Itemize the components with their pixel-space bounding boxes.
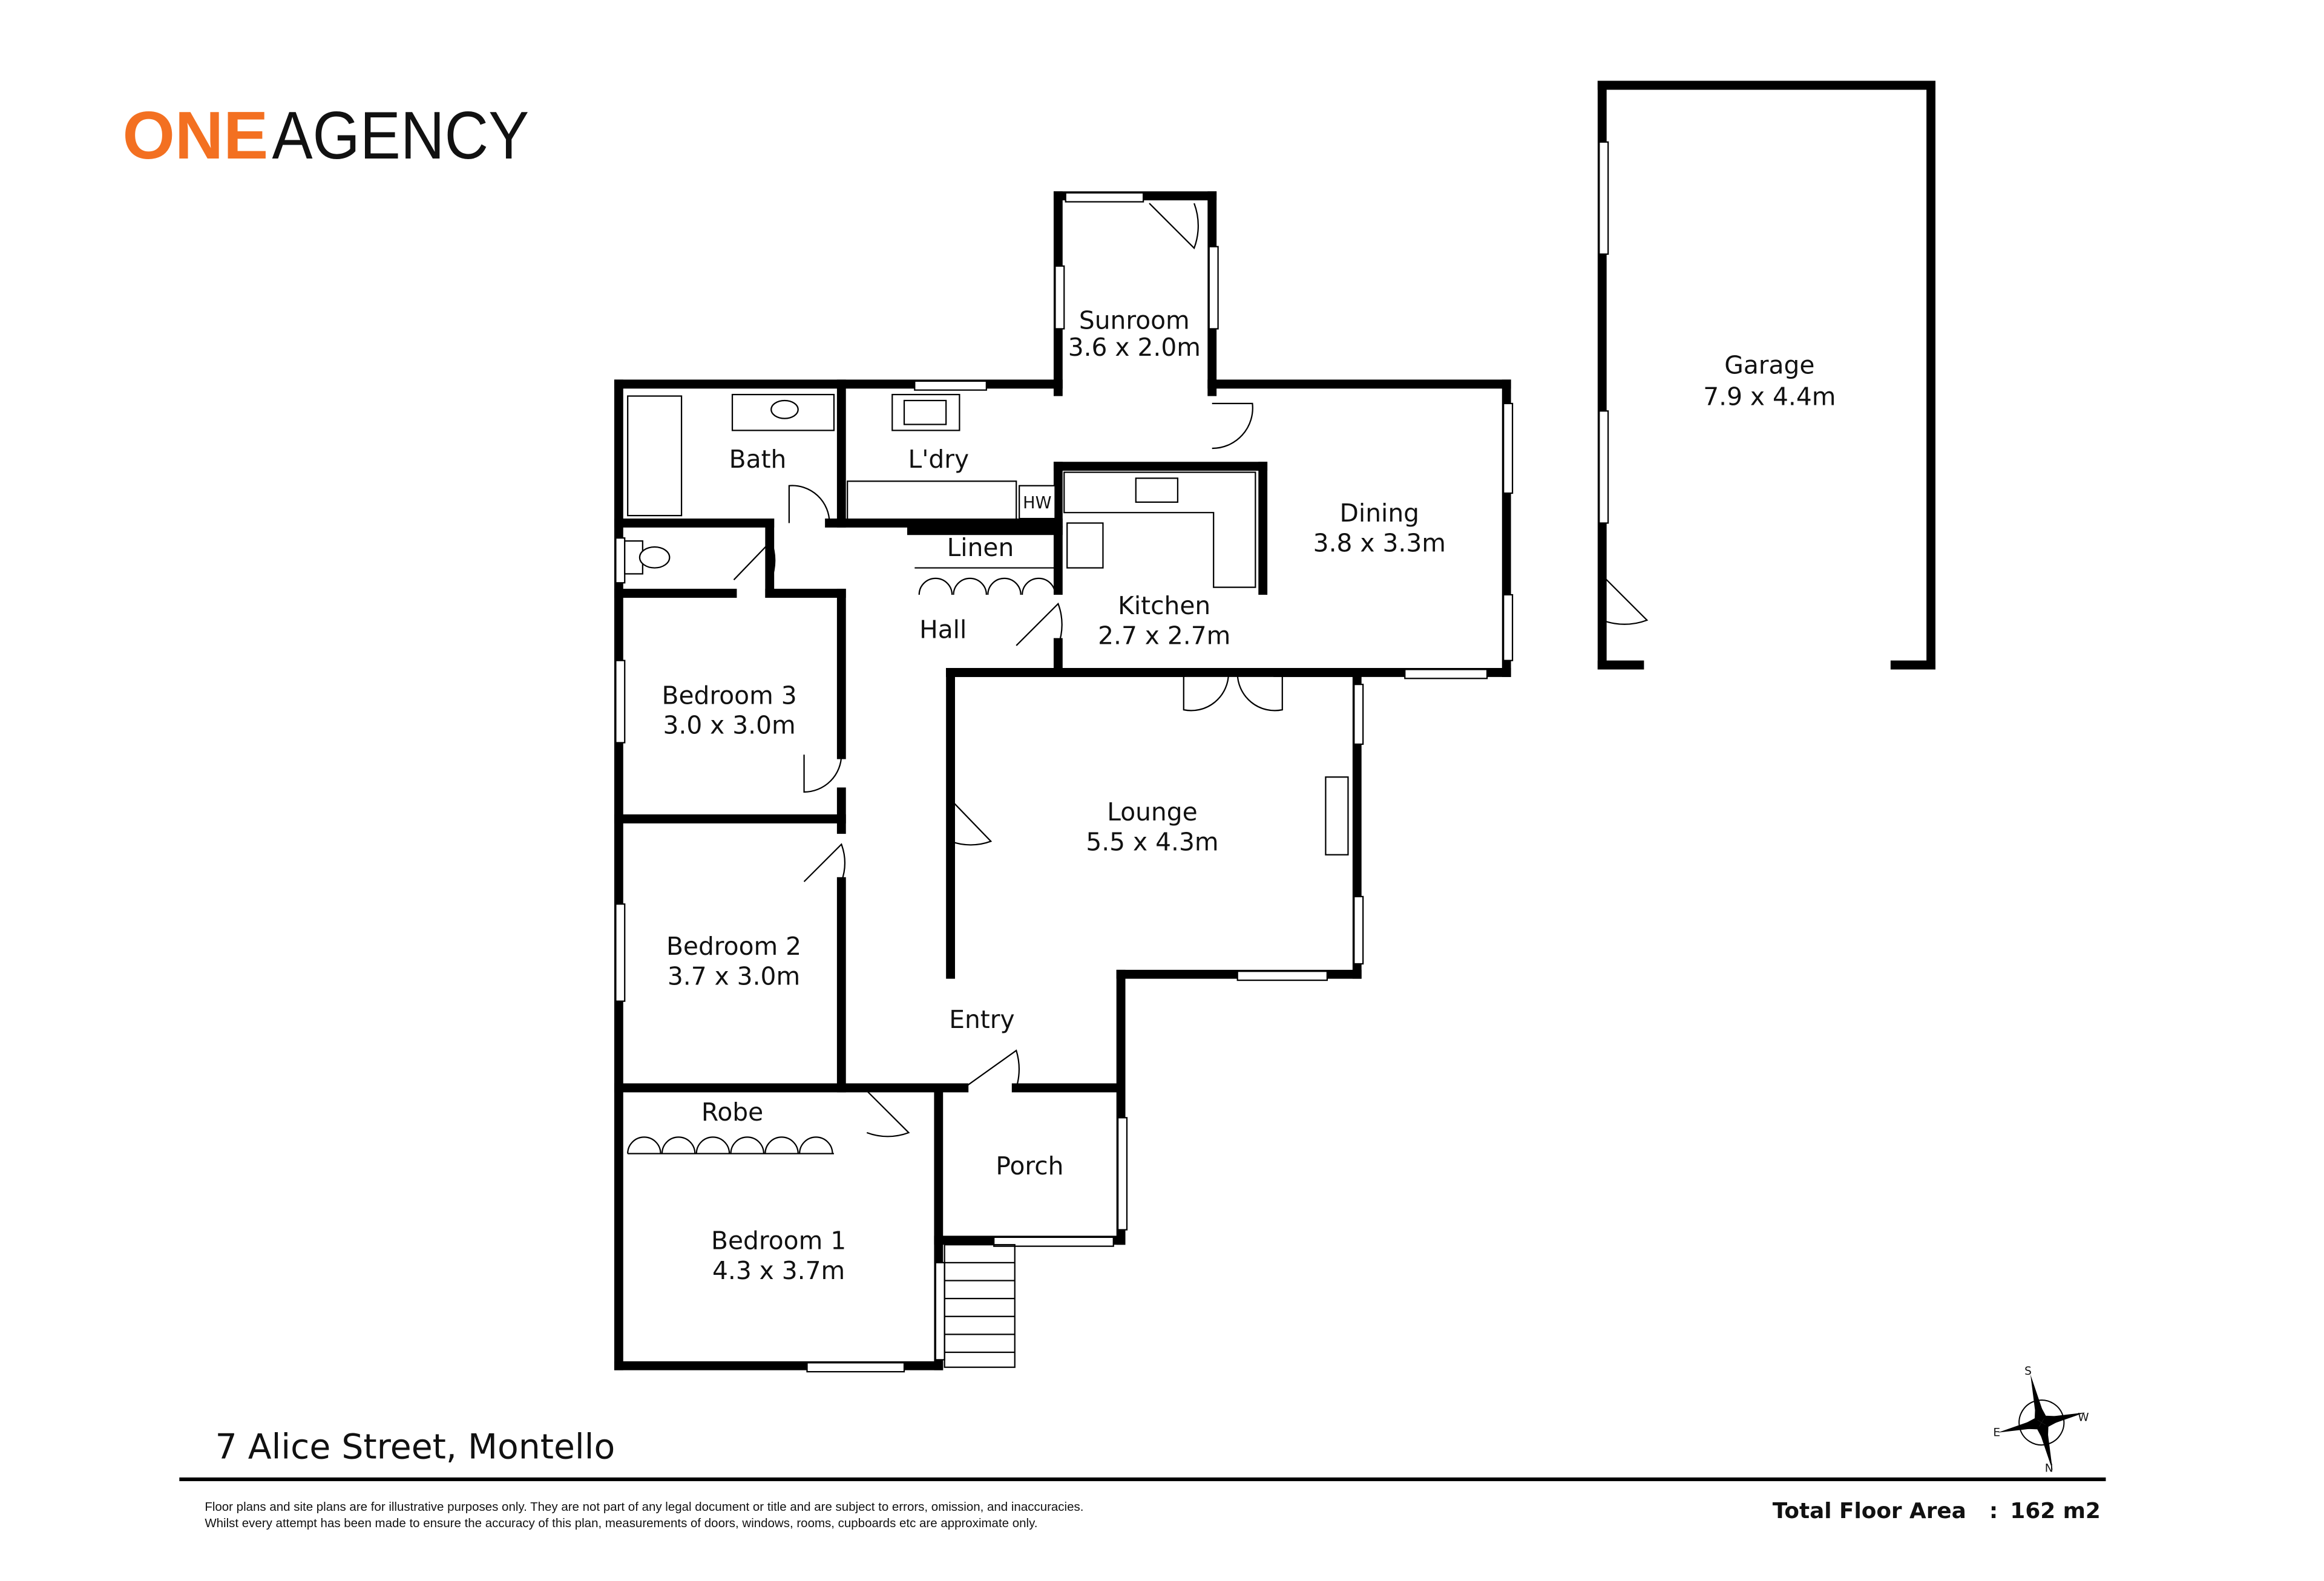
door xyxy=(1016,602,1063,646)
window xyxy=(1598,141,1609,255)
door xyxy=(1183,672,1230,712)
walls xyxy=(614,80,1935,1370)
bedroom2-label: Bedroom 2 xyxy=(666,932,801,961)
bedroom1-label: Bedroom 1 xyxy=(711,1226,846,1255)
wardrobe-door xyxy=(661,1136,696,1154)
porch-label: Porch xyxy=(996,1151,1063,1180)
window xyxy=(1054,265,1065,330)
linen-door xyxy=(987,577,1022,595)
lounge-dims: 5.5 x 4.3m xyxy=(1086,827,1218,856)
door xyxy=(866,1090,910,1137)
compass-s: S xyxy=(2024,1365,2032,1378)
total-floor-area-separator: : xyxy=(1989,1499,1998,1524)
bedroom1-dims: 4.3 x 3.7m xyxy=(712,1256,845,1285)
window xyxy=(1065,192,1144,203)
window xyxy=(1503,594,1514,661)
fireplace xyxy=(1325,776,1349,856)
sunroom-label: Sunroom xyxy=(1079,306,1190,335)
kitchen-dims: 2.7 x 2.7m xyxy=(1098,621,1230,650)
door xyxy=(733,540,776,581)
compass-e: E xyxy=(1993,1426,2000,1439)
kitchen-sink xyxy=(1135,477,1179,503)
basin xyxy=(770,399,799,419)
garage-dims: 7.9 x 4.4m xyxy=(1703,382,1836,411)
window xyxy=(1404,669,1488,679)
door xyxy=(1601,575,1649,625)
dining-dims: 3.8 x 3.3m xyxy=(1313,528,1446,557)
door xyxy=(1212,402,1253,450)
window xyxy=(615,903,626,1002)
window xyxy=(1236,971,1328,981)
compass-w: W xyxy=(2078,1412,2089,1424)
door xyxy=(803,843,845,882)
robe-label: Robe xyxy=(701,1098,763,1127)
sunroom-dims: 3.6 x 2.0m xyxy=(1068,333,1201,362)
door xyxy=(963,1049,1020,1088)
door xyxy=(1236,672,1283,712)
door xyxy=(788,485,830,523)
kitchen-bench xyxy=(1063,471,1256,588)
window xyxy=(1208,246,1219,330)
window xyxy=(806,1362,905,1373)
linen-label: Linen xyxy=(947,533,1014,562)
compass-rose xyxy=(1998,1374,2086,1471)
wardrobe-door xyxy=(730,1136,765,1154)
window xyxy=(934,1262,945,1361)
porch-steps xyxy=(944,1244,1016,1368)
window xyxy=(1117,1117,1128,1231)
laundry-basin xyxy=(903,399,947,425)
door xyxy=(950,799,993,846)
linen-door xyxy=(1021,577,1056,595)
hot-water-unit xyxy=(1019,485,1056,520)
kitchen-label: Kitchen xyxy=(1118,591,1210,620)
window xyxy=(1353,895,1364,965)
total-floor-area-label: Total Floor Area xyxy=(1773,1499,1966,1524)
garage-label: Garage xyxy=(1724,351,1814,380)
compass-n: N xyxy=(2045,1462,2053,1475)
toilet-bowl xyxy=(638,546,671,569)
window xyxy=(1503,402,1514,494)
window xyxy=(615,660,626,744)
wardrobe-door xyxy=(627,1136,661,1154)
window xyxy=(1353,684,1364,745)
disclaimer-line1: Floor plans and site plans are for illus… xyxy=(205,1500,1083,1514)
linen-door xyxy=(918,577,953,595)
room-labels: Sunroom 3.6 x 2.0m Garage 7.9 x 4.4m Bat… xyxy=(662,306,1836,1285)
wardrobe-door xyxy=(764,1136,799,1154)
logo-agency: AGENCY xyxy=(272,97,529,173)
bedroom3-dims: 3.0 x 3.0m xyxy=(663,711,795,740)
bath-label: Bath xyxy=(729,445,787,474)
window xyxy=(993,1236,1114,1247)
bedroom2-dims: 3.7 x 3.0m xyxy=(668,962,800,991)
bedroom3-label: Bedroom 3 xyxy=(662,681,797,710)
total-floor-area-value: 162 m2 xyxy=(2010,1499,2100,1524)
dining-label: Dining xyxy=(1340,499,1420,528)
door xyxy=(1149,203,1199,250)
logo: ONE AGENCY xyxy=(122,97,529,173)
wardrobe-door xyxy=(799,1136,833,1154)
linen-door xyxy=(953,577,987,595)
window xyxy=(914,380,987,391)
lounge-label: Lounge xyxy=(1107,797,1197,827)
window xyxy=(1598,410,1609,524)
cooktop xyxy=(1066,522,1104,569)
entry-label: Entry xyxy=(949,1005,1014,1034)
disclaimer-line2: Whilst every attempt has been made to en… xyxy=(205,1516,1037,1530)
bathtub xyxy=(627,395,683,517)
fixtures xyxy=(615,141,1649,1373)
property-address: 7 Alice Street, Montello xyxy=(215,1427,615,1467)
wardrobe-door xyxy=(695,1136,730,1154)
door xyxy=(803,754,842,793)
hall-label: Hall xyxy=(919,615,967,644)
laundry-bench xyxy=(847,480,1017,521)
laundry-label: L'dry xyxy=(908,445,970,474)
hot-water-label: HW xyxy=(1023,494,1051,512)
logo-one: ONE xyxy=(122,97,268,173)
window xyxy=(615,537,626,584)
